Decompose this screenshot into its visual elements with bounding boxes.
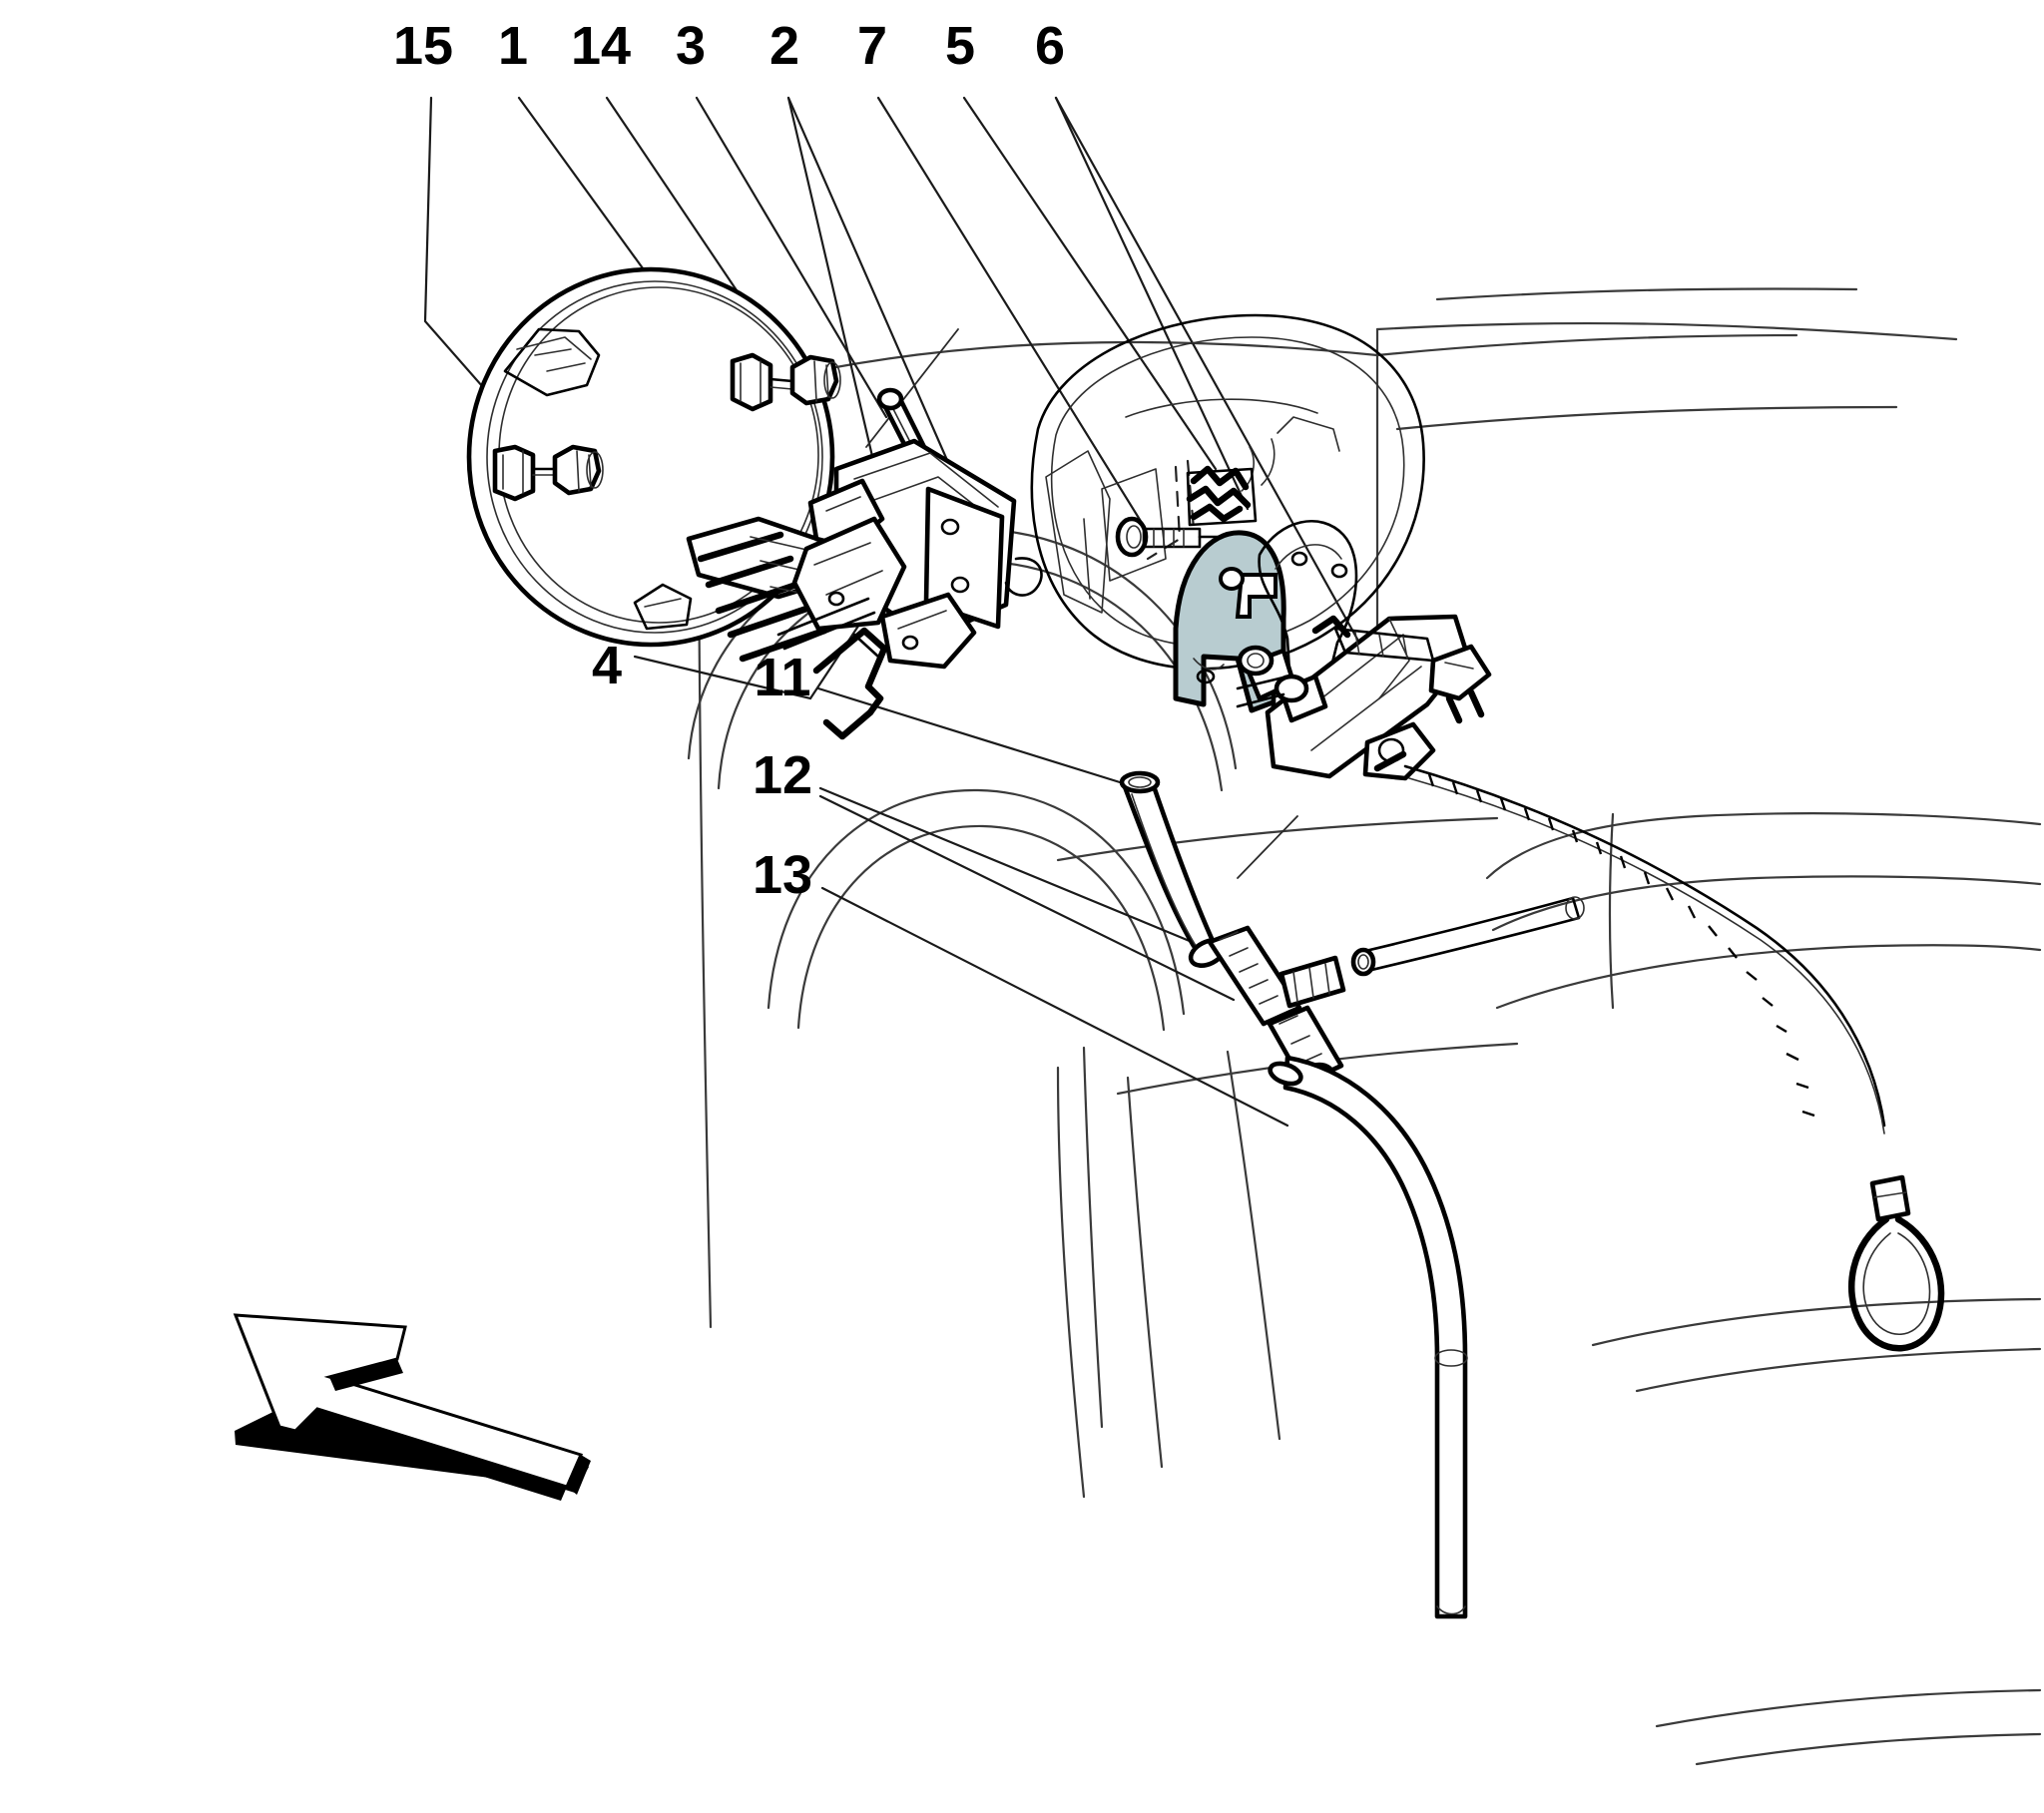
callout-3: 3 [676,16,706,76]
callout-leader-lines [423,96,1371,1128]
part-fuel-filler-hose [1119,770,1228,968]
callout-4: 4 [592,636,622,695]
part-earth-strap-spring [1186,465,1258,527]
callout-7: 7 [857,16,887,76]
part-vent-breather-pipe [1268,1055,1468,1619]
part-filler-housing-screw [1115,516,1228,558]
callout-6: 6 [1035,16,1065,76]
callout-1: 1 [498,16,528,76]
part-flap-rivet-pin [730,352,841,412]
callout-2: 2 [769,16,799,76]
part-hose-clamp-connector [1207,896,1585,1090]
direction-of-travel-arrow [233,1313,591,1501]
callout-11: 11 [754,648,810,707]
callout-13: 13 [753,845,812,905]
part-emergency-release-cable [1403,764,1945,1352]
callout-12: 12 [753,745,812,805]
callout-number-labels: 15 1 14 3 2 7 5 6 4 11 12 13 [393,16,1065,905]
part-hinge-bracket-plate [776,438,1043,670]
vehicle-body-contours [687,287,2042,1766]
part-lock-actuator-module [1236,614,1492,781]
callout-15: 15 [393,16,453,76]
callout-5: 5 [945,16,975,76]
callout-14: 14 [571,16,631,76]
part-fuel-flap-retaining-clip [492,444,604,502]
